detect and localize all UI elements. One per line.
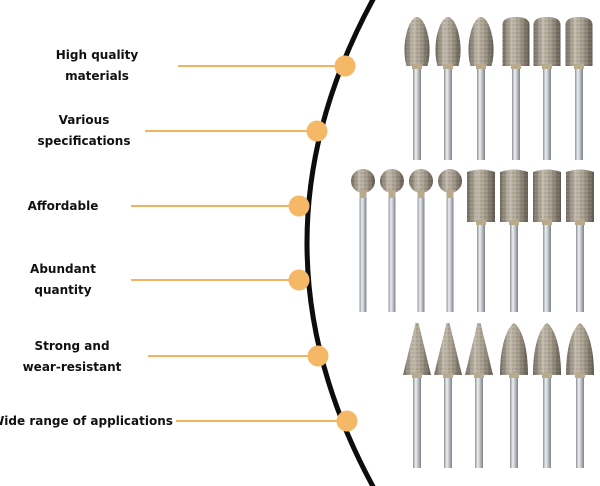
feature-label-line: materials xyxy=(65,69,129,83)
feature-label-line: Affordable xyxy=(27,198,99,213)
feature-label-line: Strong and xyxy=(34,339,110,353)
diamond-burr xyxy=(434,323,462,468)
diamond-burr xyxy=(566,169,594,312)
diamond-burr xyxy=(500,323,528,468)
diamond-burr xyxy=(351,169,375,312)
feature-label-line: quantity xyxy=(34,283,92,297)
accent-dot xyxy=(336,410,358,432)
feature-label: Affordable xyxy=(0,196,163,217)
diamond-burr xyxy=(565,17,593,160)
accent-dot xyxy=(334,55,356,77)
product-image xyxy=(351,17,594,468)
diamond-burr xyxy=(409,169,433,312)
feature-label: Strong and wear-resistant xyxy=(0,336,172,378)
diamond-burr xyxy=(435,17,461,160)
diamond-burr xyxy=(465,323,493,468)
diamond-burr xyxy=(403,323,431,468)
diamond-burr xyxy=(566,323,594,468)
feature-label-line: High quality xyxy=(55,48,139,62)
diamond-burr xyxy=(533,323,561,468)
feature-label-line: Abundant xyxy=(30,262,96,276)
accent-dot xyxy=(288,269,310,291)
accent-dot xyxy=(307,345,329,367)
diamond-burr xyxy=(468,17,494,160)
diamond-burr xyxy=(404,17,430,160)
accent-dot xyxy=(306,120,328,142)
feature-label: High quality materials xyxy=(0,45,197,87)
diamond-burr xyxy=(438,169,462,312)
feature-label: Wide range of applications xyxy=(0,411,182,432)
feature-label: Abundant quantity xyxy=(0,259,163,301)
diamond-burr xyxy=(533,17,561,160)
diamond-burr xyxy=(500,169,528,312)
feature-label-line: Various xyxy=(58,113,110,127)
diamond-burr xyxy=(502,17,530,160)
feature-label-line: wear-resistant xyxy=(22,360,122,374)
diamond-burr xyxy=(380,169,404,312)
feature-label-line: specifications xyxy=(37,134,131,148)
diamond-burr xyxy=(467,169,495,312)
accent-dot xyxy=(288,195,310,217)
feature-label-line: Wide range of applications xyxy=(0,413,173,428)
connector-group xyxy=(131,55,358,432)
feature-label: Various specifications xyxy=(0,110,184,152)
diamond-burr xyxy=(533,169,561,312)
